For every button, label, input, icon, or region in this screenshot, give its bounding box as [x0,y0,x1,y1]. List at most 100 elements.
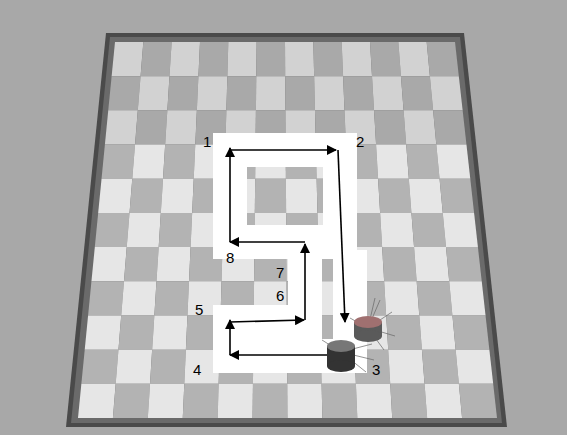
floor-tile [108,76,140,110]
floor-tile [256,42,285,76]
floor-tile [378,179,411,213]
floor-tile [167,76,198,110]
floor-tile [286,179,318,213]
floor-tile [433,110,466,144]
floor-tile [409,179,443,213]
floor-tile [170,42,201,76]
floor-tile [343,76,374,110]
arena-wall [66,33,507,427]
callout-number: 8 [226,250,234,265]
callout-number: 7 [276,265,284,280]
floor-tile [227,42,256,76]
floor-tile [112,42,144,76]
floor-tile [91,247,126,281]
floor-tile [313,42,343,76]
arena-wall-inner [71,37,502,423]
floor-tile [443,213,478,247]
floor-tile [148,384,184,418]
floor-tile [78,384,116,418]
floor-tile [253,384,288,418]
floor-tile [417,281,453,315]
floor-tile [376,145,409,179]
floor-tile [427,42,459,76]
floor-tile [85,315,121,349]
floor-tile [105,110,138,144]
floor-tile [436,145,470,179]
robot [350,298,395,350]
floor-tile [127,213,161,247]
floor-tile [132,145,165,179]
path-ring [230,150,340,242]
floor-tile [380,213,414,247]
floor-tile [382,247,417,281]
floor-tile [197,76,228,110]
floor-tile [255,179,286,213]
floor-tile [456,350,494,384]
callout-number: 3 [372,362,380,377]
floor-tile [81,350,118,384]
floor-tile [165,110,197,144]
floor-tile [124,247,159,281]
callout-number: 5 [195,302,203,317]
floor-tile [198,42,228,76]
floor-tile [163,145,195,179]
floor-tile [159,213,192,247]
path-lower [230,242,350,356]
floor-tile [226,76,256,110]
floor-tile [285,42,314,76]
floor-tile [374,110,406,144]
floor-tile [118,315,154,349]
floor-tile [95,213,130,247]
floor-tile [154,281,189,315]
floor-tile [342,42,372,76]
floor-tile [419,315,455,349]
floor-tile [322,384,358,418]
floor-tile [285,76,315,110]
floor-tile [98,179,132,213]
floor-tile [130,179,163,213]
floor-tile [150,350,186,384]
floor-tile [372,76,404,110]
floor-tile [121,281,156,315]
floor-tile [113,384,150,418]
floor-tile [422,350,459,384]
checker-floor [78,42,497,418]
floor-tile [256,76,286,110]
robot [322,340,374,372]
floor-tile [161,179,194,213]
floor-tile [218,384,253,418]
floor-tile [370,42,401,76]
floor-tile [88,281,124,315]
callout-number: 1 [203,134,211,149]
floor-tile [390,384,427,418]
floor-tile [138,76,170,110]
callout-number: 4 [193,362,201,377]
floor-tile [411,213,446,247]
callout-number: 2 [356,134,364,149]
floor-tile [430,76,463,110]
floor-tile [135,110,167,144]
floor-tile [102,145,135,179]
floor-tile [414,247,449,281]
callout-number: 6 [276,288,284,303]
floor-tile [384,281,419,315]
floor-tile [141,42,172,76]
floor-tile [440,179,475,213]
floor-tile [287,384,322,418]
floor-tile [449,281,485,315]
floor-tile [425,384,463,418]
floor-tile [406,145,439,179]
floor-tile [157,247,191,281]
floor-tile [401,76,433,110]
floor-tile [446,247,482,281]
route-arrows [230,148,345,355]
floor-tile [116,350,152,384]
floor-tile [398,42,430,76]
floor-tile [356,384,392,418]
floor-tile [388,350,424,384]
floor-tile [152,315,187,349]
floor-tile [404,110,437,144]
floor-tile [386,315,422,349]
floor-tile [183,384,219,418]
